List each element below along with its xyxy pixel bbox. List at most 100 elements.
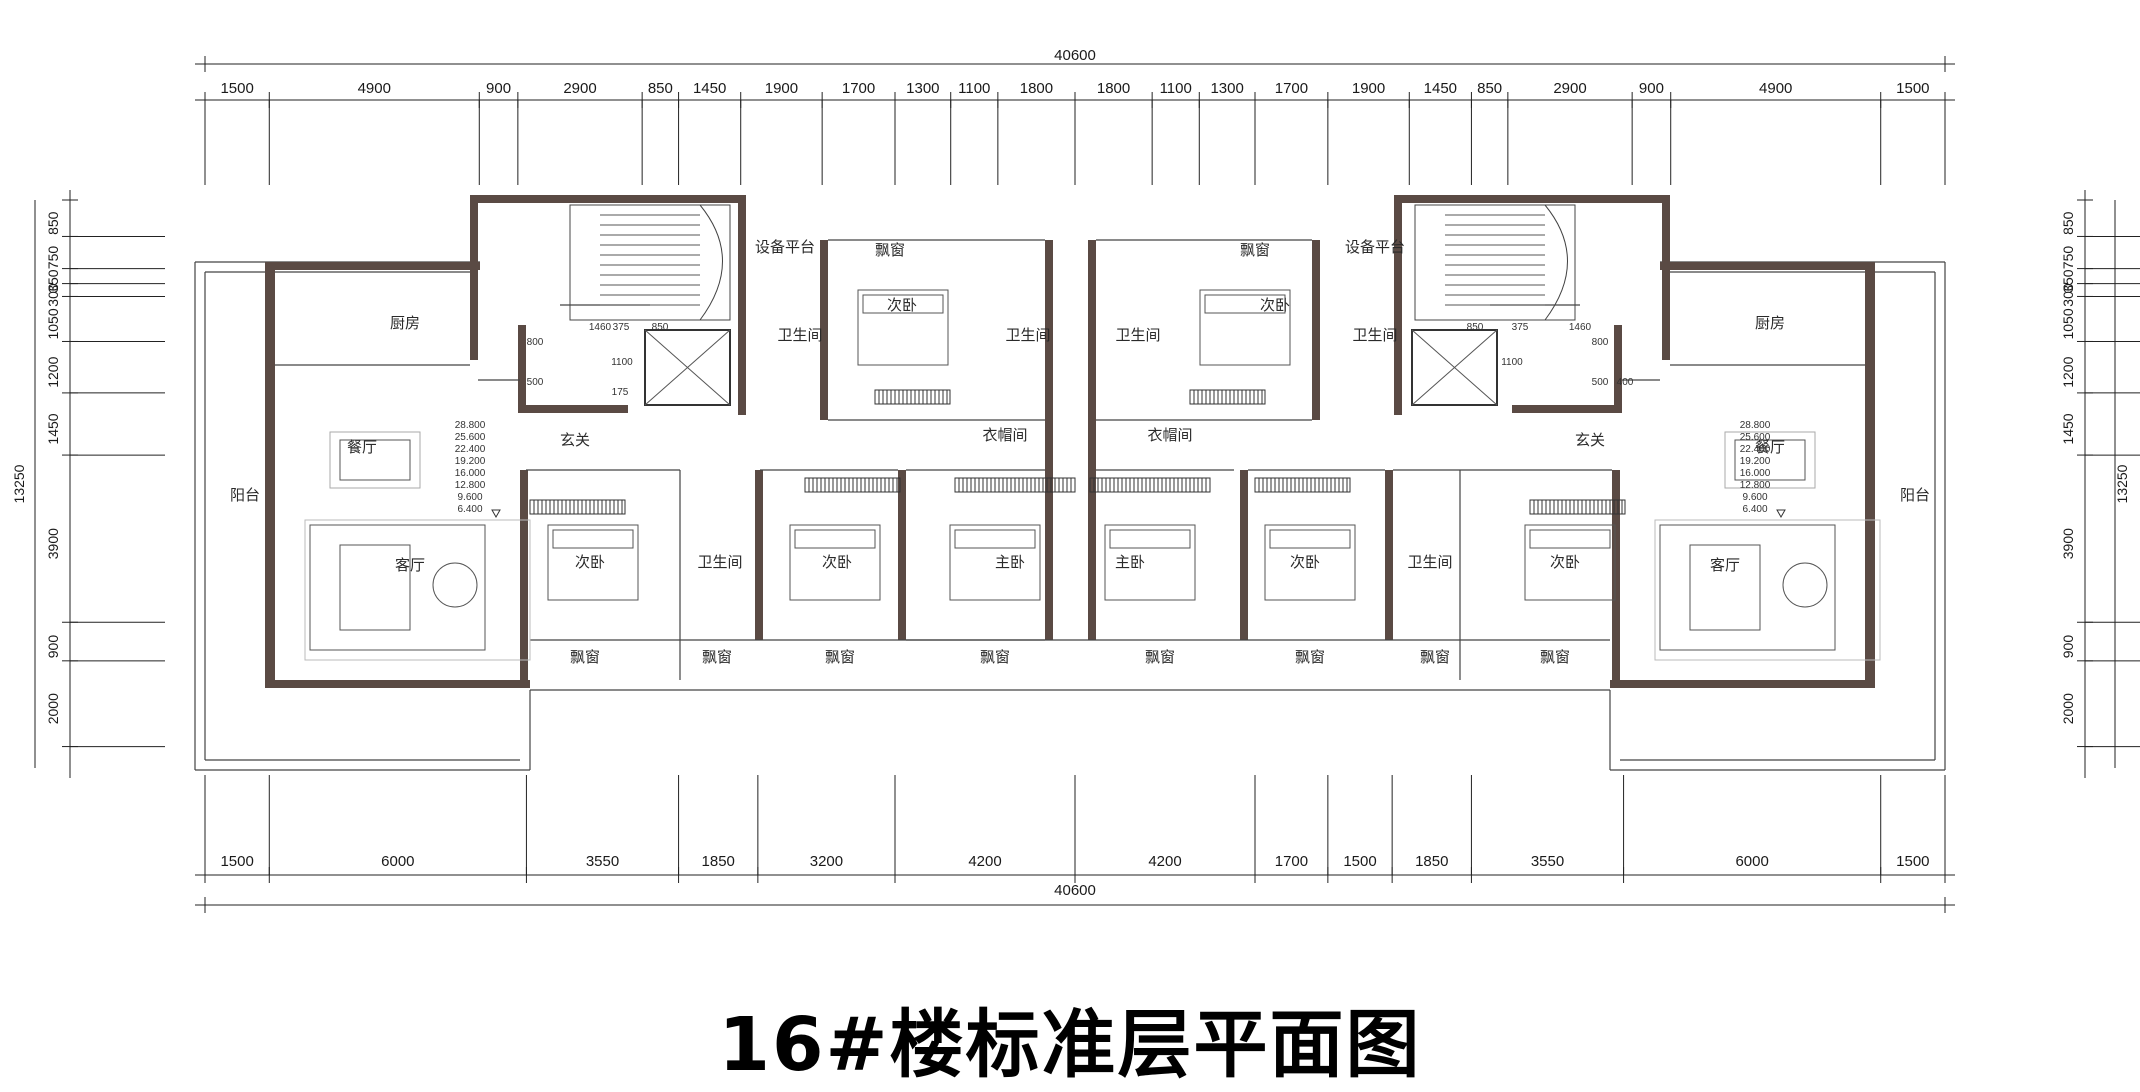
bed-7 [1199,289,1291,366]
top-dim-label: 1700 [842,80,875,97]
dining-table-left [339,439,411,481]
room-label-dining-right: 餐厅 [1755,438,1785,456]
elevation-right: 12.800 [1740,480,1771,491]
room-label-bay-label-3: 飘窗 [825,648,855,666]
bed-7-pillow [1204,294,1286,314]
left-dim-label: 900 [45,635,61,659]
bottom-dim-label: 6000 [381,853,414,870]
room-label-equip-right: 设备平台 [1345,238,1405,256]
top-dim-label: 1900 [765,80,798,97]
room-label-living-left: 客厅 [395,556,425,574]
elevator-bottom-r [1512,405,1622,413]
top-dim-label: 900 [486,80,511,97]
elevation-right: 22.400 [1740,444,1771,455]
dimension-lines [34,56,2140,913]
room-label-entry-left: 玄关 [560,431,590,449]
elevation-marker-right [1776,509,1786,519]
room-label-bed3-left: 次卧 [822,553,852,571]
elevation-left: 9.600 [457,492,482,503]
top-dim-label: 1450 [693,80,726,97]
room-label-bay-label-1: 飘窗 [570,648,600,666]
room-label-bay-label-top-left: 飘窗 [875,241,905,259]
elevation-right: 16.000 [1740,468,1771,479]
bed-3-pillow [1109,529,1191,549]
right-dim-label: 1200 [2060,356,2076,387]
left-dim-label: 1050 [45,308,61,339]
stair-left-landing [699,204,723,321]
center-wall [1045,240,1053,640]
elevator-wall-r [1614,325,1622,410]
room-label-bath-left: 卫生间 [697,553,742,571]
elevation-left: 16.000 [455,468,486,479]
room-label-master-left: 主卧 [995,553,1025,571]
left-dim-label: 3900 [45,528,61,559]
room-label-living-right: 客厅 [1710,556,1740,574]
bay-5 [1529,499,1626,515]
stair-left-wall-r [1394,195,1402,415]
right-dim-label: 2000 [2060,693,2076,724]
elevation-left: 22.400 [455,444,486,455]
pier-r [1385,470,1393,640]
bay-1 [804,477,901,493]
walls [194,195,1946,771]
right-dim-label: 300 [2060,283,2076,307]
left-dim-label: 850 [45,211,61,235]
stair-right-landing [1544,204,1568,321]
kitchen-top-wall-r [1660,262,1875,270]
right-dim-label: 900 [2060,635,2076,659]
overall-bottom-label: 40600 [1054,882,1096,899]
bed-5-pillow [1529,529,1611,549]
note-8: 375 [1512,322,1529,333]
bed-1-pillow [794,529,876,549]
center-wall-2 [1088,240,1096,640]
bed-5 [1524,524,1616,601]
note-5: 500 [527,377,544,388]
left-total-label: 13250 [11,464,27,503]
top-dim-label: 1700 [1275,80,1308,97]
top-dim-label: 850 [648,80,673,97]
bed-0 [547,524,639,601]
bottom-dim-label: 1500 [220,853,253,870]
right-dim-label: 3900 [2060,528,2076,559]
room-label-bath-top-right: 卫生间 [1115,326,1160,344]
bay-0 [529,499,626,515]
bottom-dim-label: 1700 [1275,853,1308,870]
room-label-bed2-right: 次卧 [1550,553,1580,571]
elevation-left: 6.400 [457,504,482,515]
elevation-right: 28.800 [1740,420,1771,431]
stair-left-wall [470,195,478,360]
stair-right-wall-r [1662,195,1670,360]
living-set-right-rug [1654,519,1881,661]
bottom-dim-label: 3550 [1531,853,1564,870]
right-dim-label: 1050 [2060,308,2076,339]
left-dim-label: 2000 [45,693,61,724]
bed-4-pillow [1269,529,1351,549]
left-dim-label: 300 [45,283,61,307]
note-10: 1100 [1501,357,1523,368]
dining-table-right [1734,439,1806,481]
room-label-bath-top-left: 卫生间 [1005,326,1050,344]
room-label-bed4-right: 次卧 [1260,296,1290,314]
note-1: 375 [613,322,630,333]
room-label-bay-label-4: 飘窗 [980,648,1010,666]
bottom-dim-label: 4200 [968,853,1001,870]
stair-right-wall [738,195,746,415]
top-dim-label: 850 [1477,80,1502,97]
room-label-bath-stair-left: 卫生间 [777,326,822,344]
note-0: 1460 [589,322,612,333]
elevation-right: 25.600 [1740,432,1771,443]
room-label-balcony-left: 阳台 [230,486,260,504]
room-label-entry-right: 玄关 [1575,431,1605,449]
bottom-dim-label: 3200 [810,853,843,870]
bed-right-wall [1312,240,1320,420]
living-set-left-rug [304,519,531,661]
living-set-right [1659,524,1836,651]
dining-table-right-chairs [1724,431,1816,489]
stair-top-wall [470,195,745,203]
room-label-bay-label-8: 飘窗 [1540,648,1570,666]
top-dim-label: 1800 [1097,80,1130,97]
note-9: 850 [1467,322,1484,333]
bedroom-left-wall [520,470,528,680]
